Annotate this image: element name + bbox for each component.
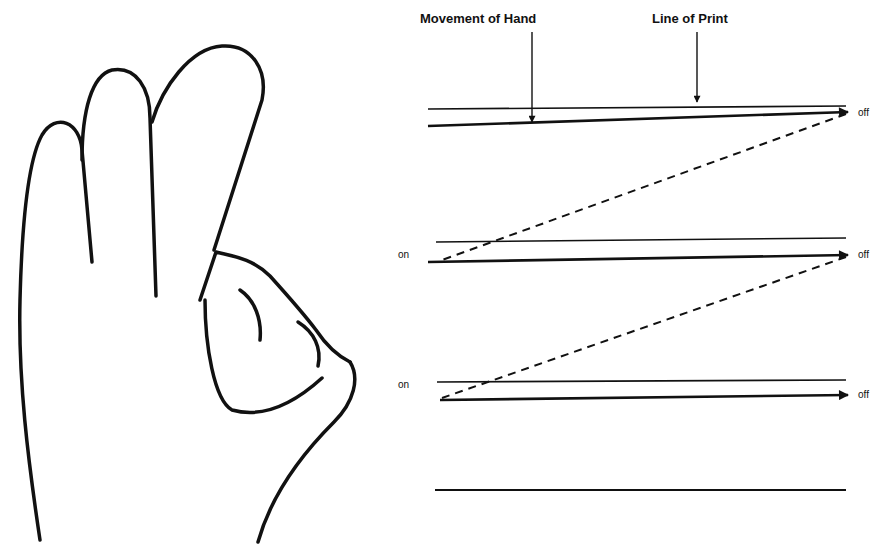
- on-marker: on: [398, 250, 409, 260]
- on-marker: on: [398, 380, 409, 390]
- callout-label: Line of Print: [652, 12, 728, 25]
- off-marker: off: [858, 108, 869, 118]
- off-marker: off: [858, 250, 869, 260]
- callout-label: Movement of Hand: [420, 12, 536, 25]
- off-marker: off: [858, 390, 869, 400]
- hand-path-diagram: [428, 32, 848, 490]
- hand-drawing: [20, 46, 355, 542]
